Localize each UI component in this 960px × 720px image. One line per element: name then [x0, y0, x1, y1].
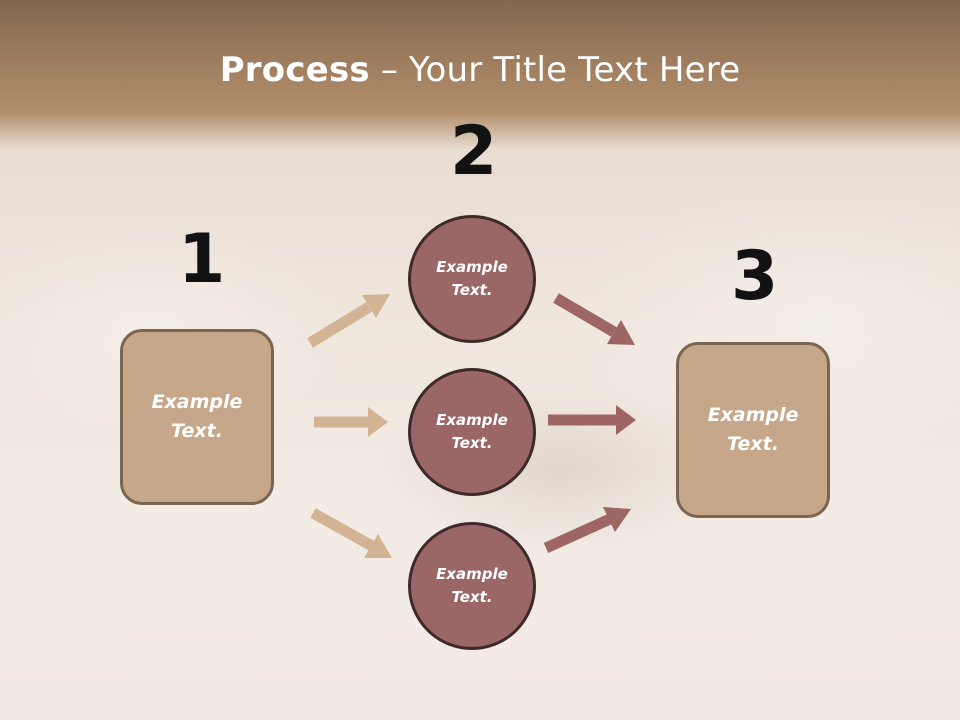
circle-middle-text: Example Text. [436, 411, 508, 452]
step-number-1: 1 [178, 220, 226, 299]
arrow-left-top-head [362, 294, 390, 318]
arrow-left-middle-head [368, 407, 388, 437]
right-box-text: Example Text. [707, 404, 799, 455]
step-number-2: 2 [450, 112, 498, 191]
circle-top-text: Example Text. [436, 258, 508, 299]
circle-bottom[interactable]: Example Text. [408, 522, 536, 650]
circle-bottom-text: Example Text. [436, 565, 508, 606]
arrow-right-top [553, 293, 617, 337]
arrow-left-bottom [310, 508, 375, 551]
title-bold: Process [219, 50, 370, 90]
arrow-right-bottom-head [603, 507, 631, 532]
circle-middle[interactable]: Example Text. [408, 368, 536, 496]
arrow-right-bottom [543, 513, 613, 554]
arrow-right-top-head [607, 320, 635, 345]
arrow-left-bottom-head [364, 534, 392, 558]
left-box[interactable]: Example Text. [120, 329, 274, 505]
circle-top[interactable]: Example Text. [408, 215, 536, 343]
title-rest: – Your Title Text Here [369, 50, 741, 90]
step-number-3: 3 [731, 237, 779, 316]
right-box[interactable]: Example Text. [676, 342, 830, 518]
title-band [0, 0, 960, 150]
arrow-right-middle-head [616, 405, 636, 435]
left-box-text: Example Text. [151, 391, 243, 442]
arrow-left-top [307, 302, 372, 348]
slide-title[interactable]: Process – Your Title Text Here [0, 50, 960, 90]
